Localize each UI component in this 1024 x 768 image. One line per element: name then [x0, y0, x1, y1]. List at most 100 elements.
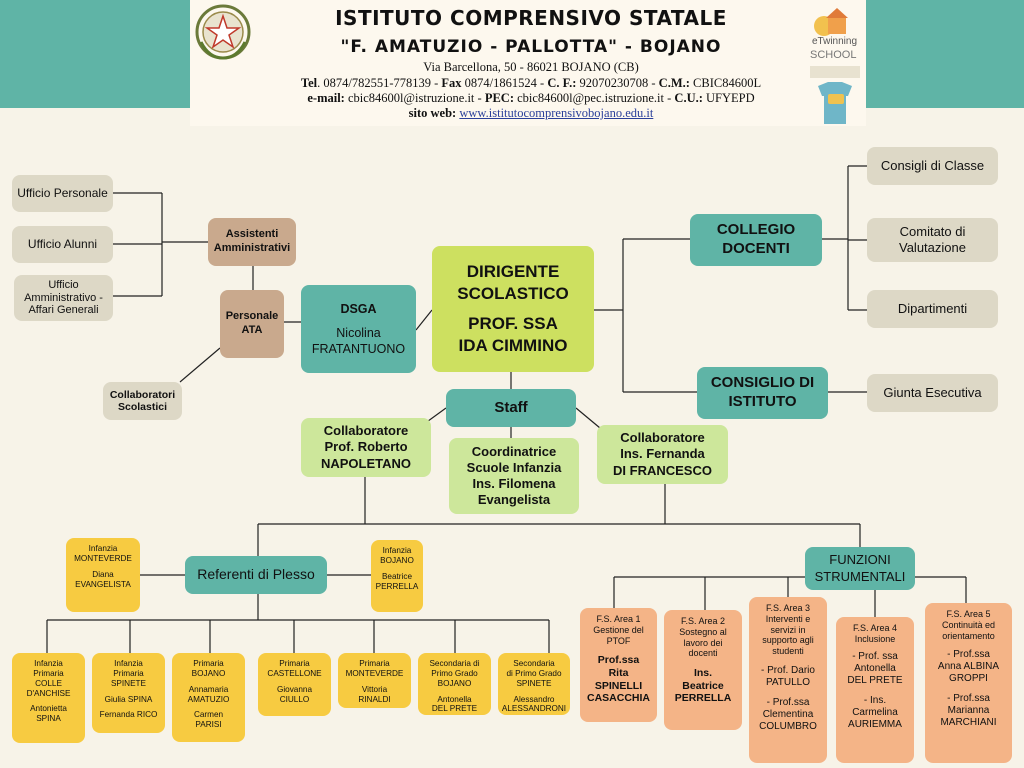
fs2-name1: Ins.	[693, 667, 713, 680]
etwinning-school-badge: eTwinning SCHOOL	[806, 6, 864, 124]
fs2-name3: PERRELLA	[674, 692, 732, 705]
plesso5-line2: Primo Grado	[431, 668, 478, 678]
fs1-name2: Rita	[608, 666, 629, 679]
referenti-plesso-box: Referenti di Plesso	[185, 556, 327, 594]
fs3-head2: Interventi e	[765, 613, 811, 624]
ufficio-amm-line2: Amministrativo -	[24, 291, 103, 304]
fax-value: 0874/1861524 -	[461, 76, 548, 90]
fs3-head1: F.S. Area 3	[765, 603, 811, 613]
consiglio-istituto-box: CONSIGLIO DI ISTITUTO	[697, 367, 828, 419]
plesso2-line3: Annamaria	[188, 684, 229, 694]
cf-label: C. F.:	[547, 76, 577, 90]
fs1-name4: CASACCHIA	[587, 692, 650, 705]
email-label: e-mail:	[307, 91, 345, 105]
header-band-left	[0, 0, 190, 108]
collaboratore-di-francesco-box: Collaboratore Ins. Fernanda DI FRANCESCO	[597, 425, 728, 484]
cm-value: CBIC84600L	[689, 76, 762, 90]
plesso-secondaria-spinete-box: Secondaria di Primo Grado SPINETE Alessa…	[498, 653, 570, 715]
collaboratori-scolastici-box: Collaboratori Scolastici	[103, 382, 182, 420]
header-band-right	[866, 0, 1024, 108]
cm-label: C.M.:	[658, 76, 690, 90]
referenti-plesso-label: Referenti di Plesso	[197, 566, 315, 583]
plesso2-line1: Primaria	[193, 659, 224, 668]
staff-label: Staff	[494, 398, 528, 416]
web-label: sito web:	[408, 106, 457, 120]
collab1-line2: Prof. Roberto	[324, 439, 408, 455]
dipartimenti-box: Dipartimenti	[867, 290, 998, 328]
fs1-head3: PTOF	[606, 635, 631, 646]
fs5-name6: MARCHIANI	[940, 717, 997, 729]
etwinning-label: eTwinning	[812, 36, 857, 47]
consigli-classe-label: Consigli di Classe	[880, 157, 985, 173]
plesso4-line4: RINALDI	[358, 694, 391, 704]
fs3-names: - Prof. Dario PATULLO - Prof.ssa Clement…	[759, 665, 817, 733]
assistenti-line2: Amministrativi	[213, 242, 291, 254]
fs1-head1: F.S. Area 1	[596, 614, 641, 624]
school-title: ISTITUTO COMPRENSIVO STATALE	[335, 6, 727, 30]
plesso0-line2: Primaria	[33, 668, 64, 678]
plesso4-line1: Primaria	[359, 659, 390, 668]
fs5-names: - Prof.ssa Anna ALBINA GROPPI - Prof.ssa…	[938, 649, 999, 729]
cu-label: C.U.:	[674, 91, 703, 105]
school-website: sito web: www.istitutocomprensivobojano.…	[258, 106, 804, 121]
fs2-name2: Beatrice	[682, 679, 724, 692]
fs4-head2: Inclusione	[854, 633, 896, 644]
fs3-name2: PATULLO	[765, 676, 811, 688]
ufficio-amm-line3: Affari Generali	[28, 304, 99, 317]
fax-label: Fax	[441, 76, 462, 90]
plesso4-line3: Vittoria	[361, 684, 388, 694]
inf-mon-line3: Diana	[92, 569, 114, 579]
dirigente-scolastico-box: DIRIGENTE SCOLASTICO PROF. SSA IDA CIMMI…	[432, 246, 594, 372]
consiglio-line2: ISTITUTO	[728, 393, 797, 410]
inf-boj-line1: Infanzia	[382, 546, 412, 555]
fs-area2-box: F.S. Area 2 Sostegno al lavoro dei docen…	[664, 610, 742, 730]
dirigente-line1: DIRIGENTE	[466, 261, 560, 281]
plesso3-line2: CASTELLONE	[267, 668, 322, 678]
inf-mon-line1: Infanzia	[88, 544, 118, 553]
plesso-primaria-bojano-box: Primaria BOJANO Annamaria AMATUZIO Carme…	[172, 653, 245, 742]
inf-mon-line4: EVANGELISTA	[75, 579, 131, 589]
comitato-valutazione-box: Comitato di Valutazione	[867, 218, 998, 262]
plesso-spinete-primaria-box: Infanzia Primaria SPINETE Giulia SPINA F…	[92, 653, 165, 733]
consigli-classe-box: Consigli di Classe	[867, 147, 998, 185]
assistenti-line1: Assistenti	[225, 228, 279, 241]
fs3-name4: Clementina	[762, 708, 814, 720]
staff-box: Staff	[446, 389, 576, 427]
fs5-name5: Marianna	[947, 705, 990, 717]
fs3-name1: - Prof. Dario	[761, 664, 815, 676]
plesso0-line6: SPINA	[36, 714, 61, 724]
plesso5-line1: Secondaria di	[429, 659, 480, 668]
plesso5-line5: DEL PRETE	[431, 704, 478, 714]
ufficio-amministrativo-box: Ufficio Amministrativo - Affari Generali	[14, 275, 113, 321]
plesso1-line1: Infanzia	[114, 659, 143, 668]
school-header	[190, 0, 866, 126]
plesso6-line2: di Primo Grado	[506, 668, 562, 678]
collab2-line3: DI FRANCESCO	[613, 462, 712, 478]
pec-value: cbic84600l@pec.istruzione.it -	[513, 91, 675, 105]
collaboratore-napoletano-box: Collaboratore Prof. Roberto NAPOLETANO	[301, 418, 431, 477]
fs2-head2: Sostegno al	[679, 626, 727, 637]
fs3-name3: - Prof.ssa	[766, 696, 810, 708]
plesso-colle-danchise-box: Infanzia Primaria COLLE D'ANCHISE Antoni…	[12, 653, 85, 743]
plesso3-line4: CIULLO	[279, 694, 310, 704]
fs4-names: - Prof. ssa Antonella DEL PRETE - Ins. C…	[847, 651, 902, 731]
plesso-monteverde-primaria-box: Primaria MONTEVERDE Vittoria RINALDI	[338, 653, 411, 708]
school-contacts: Tel. 0874/782551-778139 - Fax 0874/18615…	[258, 76, 804, 91]
collegio-docenti-box: COLLEGIO DOCENTI	[690, 214, 822, 266]
plesso6-line5: ALESSANDRONI	[501, 704, 567, 714]
plesso-secondaria-bojano-box: Secondaria di Primo Grado BOJANO Antonel…	[418, 653, 491, 715]
plesso2-line6: PARISI	[195, 720, 222, 730]
website-link[interactable]: www.istitutocomprensivobojano.edu.it	[459, 106, 654, 120]
fs-area4-box: F.S. Area 4 Inclusione - Prof. ssa Anton…	[836, 617, 914, 763]
coord-line4: Evangelista	[477, 492, 551, 508]
plesso6-line1: Secondaria	[513, 659, 555, 668]
dsga-box: DSGA Nicolina FRATANTUONO	[301, 285, 416, 373]
collegio-line1: COLLEGIO	[716, 221, 796, 239]
tel-label: Tel	[300, 76, 318, 90]
fs3-name5: COLUMBRO	[759, 720, 817, 732]
fs-area5-box: F.S. Area 5 Continuità ed orientamento -…	[925, 603, 1012, 763]
giunta-label: Giunta Esecutiva	[883, 384, 982, 400]
plesso0-line1: Infanzia	[34, 659, 63, 668]
personale-ata-box: Personale ATA	[220, 290, 284, 358]
inf-boj-line2: BOJANO	[380, 555, 414, 565]
